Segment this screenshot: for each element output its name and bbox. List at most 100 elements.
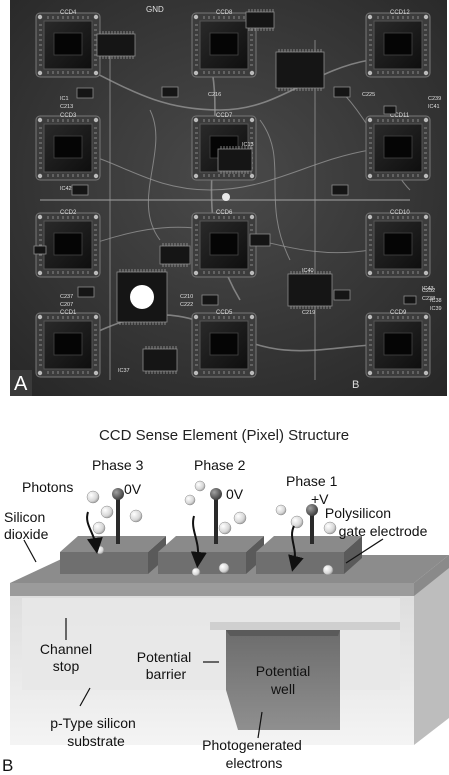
photon bbox=[100, 505, 114, 519]
ic-chip bbox=[71, 184, 89, 196]
gate-electrodes bbox=[112, 488, 318, 544]
label-silicon-dioxide-line-1: Silicon bbox=[4, 509, 45, 525]
silkscreen-label: C213 bbox=[60, 104, 73, 110]
silkscreen-label: IC1 bbox=[60, 96, 69, 102]
ccd-label: CCD1 bbox=[60, 310, 77, 316]
ccd-sensor: CCD4 bbox=[35, 10, 101, 78]
ccd-label: CCD3 bbox=[60, 113, 77, 119]
silkscreen-label: C237 bbox=[60, 294, 73, 300]
ic-chip bbox=[287, 271, 333, 309]
label-phase-1: Phase 1 bbox=[286, 473, 338, 489]
photon bbox=[322, 564, 334, 576]
polysilicon-gates bbox=[60, 536, 362, 574]
ccd-label: CCD9 bbox=[390, 310, 407, 316]
ic-chip bbox=[331, 184, 349, 196]
photon-arrows bbox=[86, 511, 304, 572]
ccd-sensor: CCD2 bbox=[35, 210, 101, 278]
photon-arrow-phase-2 bbox=[190, 515, 207, 568]
ic-chip bbox=[275, 49, 325, 91]
label-phase-1-voltage: +V bbox=[311, 491, 329, 507]
ccd-sensor: CCD8 bbox=[191, 10, 257, 78]
ccd-label: CCD11 bbox=[390, 113, 410, 119]
silkscreen-label: C210 bbox=[180, 294, 193, 300]
label-potential-barrier-line-2: barrier bbox=[146, 666, 187, 682]
leader-lines bbox=[23, 538, 384, 739]
gate-phase-3 bbox=[60, 536, 166, 574]
label-polysilicon-line-1: Polysilicon bbox=[325, 505, 391, 521]
silkscreen-label: IC37 bbox=[118, 368, 130, 374]
silkscreen-label: IC38 bbox=[430, 298, 442, 304]
photons-group bbox=[86, 480, 337, 577]
silkscreen-label: C239 bbox=[428, 96, 441, 102]
gate-phase-2 bbox=[158, 536, 264, 574]
label-polysilicon-line-2: gate electrode bbox=[339, 523, 428, 539]
pcb-trace bbox=[147, 109, 161, 241]
ccd-sensor: CCD10 bbox=[365, 210, 431, 278]
label-photogenerated-line-2: electrons bbox=[226, 755, 283, 771]
silkscreen-label: C216 bbox=[208, 92, 221, 98]
label-silicon-dioxide-line-2: dioxide bbox=[4, 526, 49, 542]
label-photogenerated-line-1: Photogenerated bbox=[202, 737, 302, 753]
gate-phase-1 bbox=[256, 536, 362, 574]
ic-chip bbox=[161, 86, 179, 98]
label-photons: Photons bbox=[22, 479, 73, 495]
ic-chip bbox=[142, 346, 178, 374]
label-channel-stop-line-2: stop bbox=[53, 658, 80, 674]
photon bbox=[191, 567, 201, 577]
potential-well bbox=[226, 630, 340, 730]
photon-arrow-phase-3 bbox=[86, 511, 103, 554]
silkscreen-label: C207 bbox=[60, 302, 73, 308]
pcb-trace bbox=[69, 149, 371, 191]
ic-chip bbox=[76, 87, 94, 99]
silkscreen-label: IC43 bbox=[422, 286, 434, 292]
silkscreen-label: IC40 bbox=[302, 268, 314, 274]
ccd-label: CCD2 bbox=[60, 210, 77, 216]
silkscreen-label: C222 bbox=[180, 302, 193, 308]
silicon-substrate-block bbox=[10, 555, 449, 745]
ccd-label: CCD4 bbox=[60, 10, 77, 16]
label-phase-2-voltage: 0V bbox=[226, 486, 244, 502]
ic-chip bbox=[201, 294, 219, 306]
ccd-structure-diagram: CCD Sense Element (Pixel) Structure bbox=[2, 427, 449, 775]
ic-chip bbox=[403, 295, 417, 305]
photon bbox=[86, 490, 100, 504]
label-channel-stop-line-1: Channel bbox=[40, 641, 92, 657]
ccd-label: CCD7 bbox=[216, 113, 233, 119]
label-potential-well-line-2: well bbox=[270, 681, 295, 697]
photon bbox=[218, 521, 232, 535]
ccd-label: CCD6 bbox=[216, 210, 233, 216]
ccd-sensor: CCD1 bbox=[35, 310, 101, 378]
ccd-sensor: CCD6 bbox=[191, 210, 257, 278]
photon bbox=[92, 521, 106, 535]
pcb-trace bbox=[259, 119, 291, 261]
ccd-label: CCD8 bbox=[216, 10, 233, 16]
photon bbox=[323, 521, 337, 535]
label-substrate-line-1: p-Type silicon bbox=[50, 715, 136, 731]
photon bbox=[184, 494, 196, 506]
label-phase-3: Phase 3 bbox=[92, 457, 144, 473]
white-marker-dot bbox=[130, 285, 154, 309]
silkscreen-label: IC42 bbox=[60, 186, 72, 192]
ic-chip bbox=[245, 9, 275, 31]
ic-chip bbox=[333, 86, 351, 98]
ic-chip bbox=[217, 146, 253, 174]
ccd-sensor: CCD3 bbox=[35, 113, 101, 181]
photon bbox=[129, 509, 143, 523]
silkscreen-label: C238 bbox=[422, 296, 435, 302]
label-phase-3-voltage: 0V bbox=[124, 481, 142, 497]
label-phase-2: Phase 2 bbox=[194, 457, 246, 473]
ccd-label: CCD12 bbox=[390, 10, 410, 16]
ic-chip bbox=[333, 289, 351, 301]
label-substrate-line-2: substrate bbox=[67, 733, 125, 749]
silkscreen-label: IC13 bbox=[242, 142, 254, 148]
silkscreen-label: C219 bbox=[302, 310, 315, 316]
photon bbox=[275, 504, 287, 516]
ccd-label: CCD10 bbox=[390, 210, 410, 216]
ic-chip bbox=[159, 243, 191, 267]
ic-chip bbox=[383, 105, 397, 115]
panel-a-letter: A bbox=[14, 373, 28, 395]
ccd-sensor: CCD11 bbox=[365, 113, 431, 181]
